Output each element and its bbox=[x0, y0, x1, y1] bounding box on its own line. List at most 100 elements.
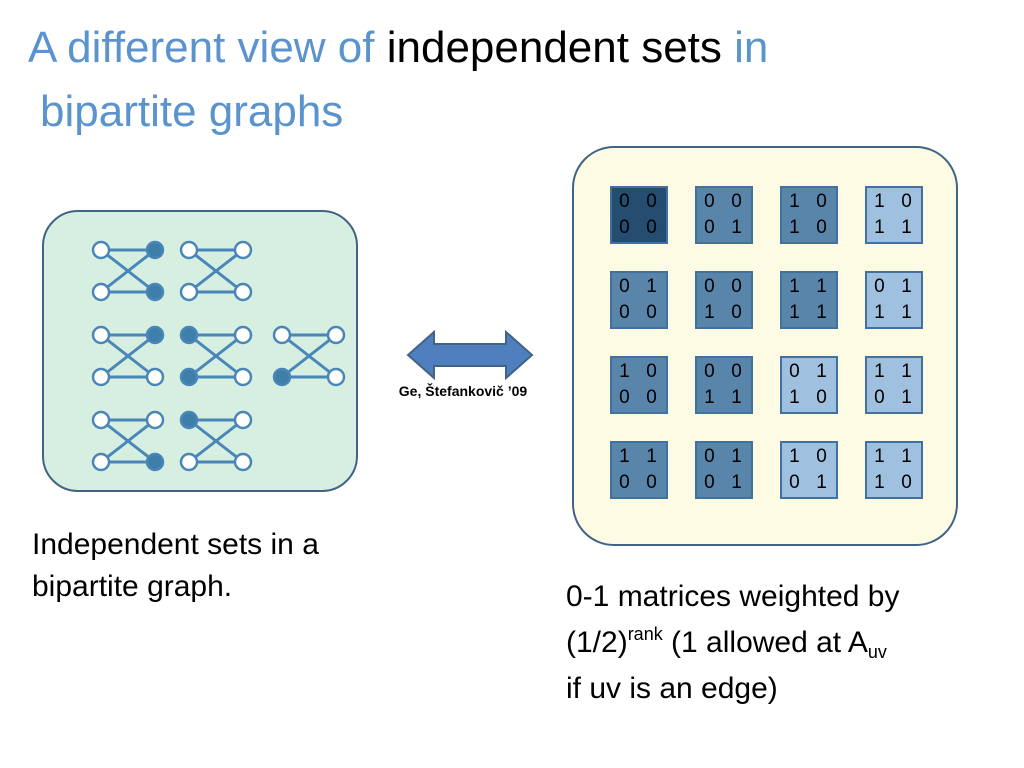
vertex bbox=[233, 452, 253, 472]
matrix-row: 1 0 bbox=[789, 387, 829, 408]
vertex bbox=[145, 367, 165, 387]
graph-edge bbox=[281, 333, 337, 379]
matrix-row: 0 1 bbox=[704, 472, 744, 493]
selected-vertex bbox=[145, 240, 165, 260]
graph-edge bbox=[188, 248, 244, 294]
matrix-row: 1 0 bbox=[789, 191, 829, 212]
title-part-dark: independent sets bbox=[386, 23, 722, 72]
vertex bbox=[233, 410, 253, 430]
matrix-row: 1 1 bbox=[619, 446, 659, 467]
graph-edge bbox=[100, 248, 156, 294]
matrix-row: 0 1 bbox=[874, 387, 914, 408]
vertex bbox=[179, 282, 199, 302]
vertex bbox=[272, 325, 292, 345]
vertex bbox=[179, 240, 199, 260]
matrix-row: 1 1 bbox=[789, 276, 829, 297]
matrix-row: 0 0 bbox=[619, 217, 659, 238]
vertex bbox=[233, 367, 253, 387]
matrix-row: 1 1 bbox=[874, 217, 914, 238]
matrix-row: 1 1 bbox=[704, 387, 744, 408]
selected-vertex bbox=[145, 325, 165, 345]
vertex bbox=[91, 410, 111, 430]
bipartite-graph bbox=[91, 325, 165, 387]
matrix-row: 0 0 bbox=[704, 191, 744, 212]
title-line-2: bipartite graphs bbox=[40, 87, 344, 136]
caption-uv-subscript: uv bbox=[867, 642, 887, 662]
caption-matrices-text2: (1/2) bbox=[566, 626, 628, 659]
title-part-accent-2: in bbox=[721, 23, 769, 72]
matrix-row: 1 0 bbox=[789, 217, 829, 238]
vertex bbox=[233, 325, 253, 345]
bipartite-graph-panel bbox=[42, 210, 358, 492]
matrix-row: 1 1 bbox=[874, 361, 914, 382]
vertex bbox=[145, 410, 165, 430]
matrix-row: 0 1 bbox=[704, 446, 744, 467]
matrix-row: 0 1 bbox=[704, 217, 744, 238]
caption-independent-sets: Independent sets in a bipartite graph. bbox=[32, 528, 319, 603]
bipartite-graphs-diagram bbox=[91, 240, 346, 472]
vertex bbox=[91, 452, 111, 472]
vertex bbox=[233, 282, 253, 302]
matrix-row: 1 0 bbox=[619, 361, 659, 382]
caption-matrices-line1: 0-1 matrices weighted by bbox=[566, 580, 900, 613]
matrix-row: 1 1 bbox=[789, 302, 829, 323]
matrix-row: 0 0 bbox=[704, 361, 744, 382]
selected-vertex bbox=[145, 282, 165, 302]
vertex bbox=[91, 367, 111, 387]
matrix-row: 1 0 bbox=[874, 191, 914, 212]
caption-matrices-text3: (1 allowed at A bbox=[662, 626, 868, 659]
vertex bbox=[91, 240, 111, 260]
matrix-row: 0 0 bbox=[619, 387, 659, 408]
selected-vertex bbox=[179, 410, 199, 430]
vertex bbox=[91, 325, 111, 345]
double-arrow-icon bbox=[406, 330, 534, 380]
graph-edge bbox=[100, 333, 156, 379]
caption-matrices-line3: if uv is an edge) bbox=[566, 672, 778, 705]
caption-rank-superscript: rank bbox=[627, 624, 663, 644]
matrix-row: 0 1 bbox=[789, 361, 829, 382]
graph-edge bbox=[188, 333, 244, 379]
matrix-row: 1 0 bbox=[789, 446, 829, 467]
selected-vertex bbox=[145, 452, 165, 472]
matrix-row: 1 0 bbox=[704, 302, 744, 323]
matrix-row: 0 0 bbox=[619, 472, 659, 493]
matrix-row: 0 1 bbox=[619, 276, 659, 297]
selected-vertex bbox=[179, 367, 199, 387]
bipartite-graph bbox=[179, 240, 253, 302]
selected-vertex bbox=[179, 325, 199, 345]
bipartite-graph bbox=[272, 325, 346, 387]
vertex bbox=[326, 367, 346, 387]
graph-edge bbox=[188, 418, 244, 464]
vertex bbox=[326, 325, 346, 345]
matrix-row: 0 1 bbox=[874, 276, 914, 297]
bipartite-graph bbox=[179, 410, 253, 472]
bipartite-graph bbox=[91, 410, 165, 472]
selected-vertex bbox=[272, 367, 292, 387]
citation: Ge, Štefankovič ’09 bbox=[398, 383, 528, 399]
caption-matrices: 0-1 matrices weighted by (1/2)rank (1 al… bbox=[566, 574, 1006, 712]
vertex bbox=[179, 452, 199, 472]
matrix-row: 0 0 bbox=[619, 191, 659, 212]
matrix-row: 1 1 bbox=[874, 446, 914, 467]
matrix-row: 0 0 bbox=[704, 276, 744, 297]
matrix-row: 0 1 bbox=[789, 472, 829, 493]
graph-edge bbox=[100, 418, 156, 464]
